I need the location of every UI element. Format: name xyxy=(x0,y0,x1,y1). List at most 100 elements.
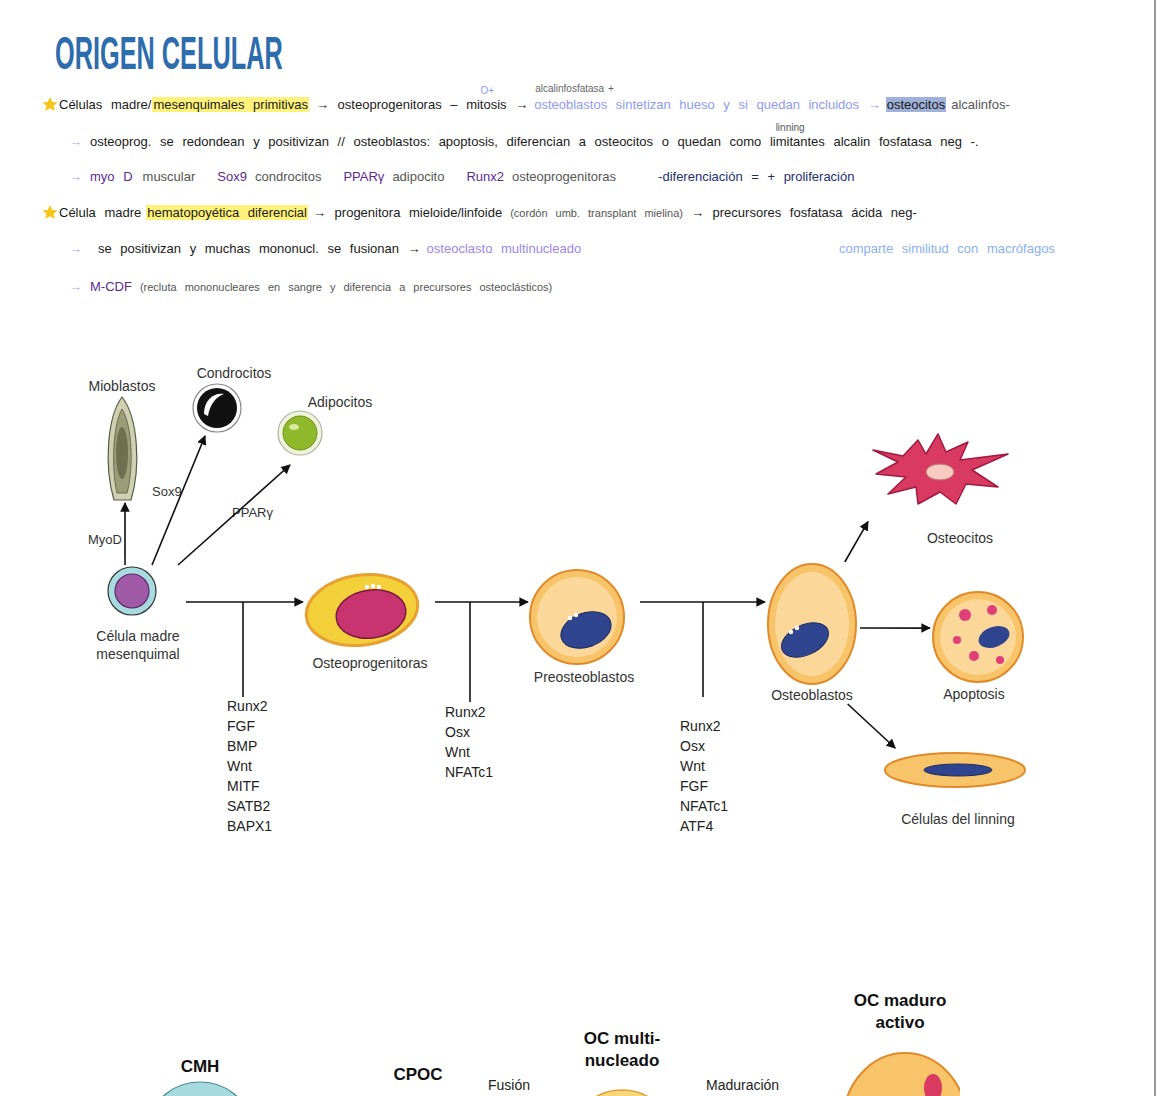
arrow-connector xyxy=(860,627,930,629)
note-segment: osteoblastos sintetizan hueso y si queda… xyxy=(533,97,881,112)
nucleus xyxy=(116,427,128,479)
cell-node: Célula madre mesenquimal xyxy=(90,565,186,665)
note-segment: osteocitos xyxy=(886,97,947,112)
cell-body xyxy=(303,572,422,652)
highlight xyxy=(289,424,299,430)
note-segment: (recluta mononucleares en sangre y difer… xyxy=(139,279,553,295)
cell-group xyxy=(933,592,1023,682)
cell-node: Osteocitos xyxy=(868,432,1018,547)
cell-node: Osteoblastos xyxy=(765,562,860,704)
granule xyxy=(574,613,578,617)
note-text: adipocito xyxy=(391,169,445,184)
edge-label: Sox9 xyxy=(152,484,182,499)
factor-stem xyxy=(469,602,471,702)
cytoplasm xyxy=(940,599,1016,675)
lipid-droplet xyxy=(283,416,317,450)
cell-group xyxy=(768,564,856,684)
cell-group xyxy=(873,434,1008,504)
note-text: myo D xyxy=(89,169,134,184)
note-segment: comparte similitud con macrófagos xyxy=(838,241,1056,256)
factor-label: Maduración xyxy=(706,1076,779,1094)
note-text: condrocitos xyxy=(254,169,322,184)
note-segment: → xyxy=(68,279,83,294)
note-segment: muscular xyxy=(142,169,197,184)
factor-label: FGF xyxy=(227,717,255,735)
factor-label: Runx2 xyxy=(227,697,267,715)
arrow-connector xyxy=(152,436,205,565)
apoptotic-body xyxy=(969,651,979,661)
cell-caption: Preosteoblastos xyxy=(528,668,640,686)
arrow-connector xyxy=(845,522,868,562)
note-text: se positivizan y muchas mononucl. se fus… xyxy=(97,241,422,256)
note-text: Runx2 xyxy=(465,169,505,184)
cell-node: Mioblastos xyxy=(85,375,160,503)
note-segment: mesenquimales primitivas xyxy=(152,97,309,112)
note-text: hematopoyética diferencial xyxy=(146,205,308,220)
note-text: Células madre/ xyxy=(58,97,152,112)
factor-label: Osx xyxy=(680,737,705,755)
note-segment: → precursores fosfatasa ácida neg- xyxy=(690,205,918,220)
cell-caption: Mioblastos xyxy=(85,377,160,395)
cell-node: CPOC xyxy=(370,1060,470,1096)
cell-body xyxy=(845,1053,960,1096)
cell-node: Apoptosis xyxy=(930,590,1030,702)
note-segment: (cordón umb. transplant mielina) xyxy=(509,205,684,221)
cell-body xyxy=(108,397,137,500)
note-text: muscular xyxy=(142,169,197,184)
note-text: (recluta mononucleares en sangre y difer… xyxy=(139,281,553,293)
apoptotic-body xyxy=(953,636,961,644)
factor-label: Runx2 xyxy=(445,703,485,721)
note-segment: → xyxy=(68,169,83,184)
factor-label: Osx xyxy=(445,723,470,741)
note-text: → osteoprogenitoras – mitosis → xyxy=(315,97,529,112)
cell-group xyxy=(193,384,241,432)
note-segment: PPARγ xyxy=(342,169,385,184)
cell-body xyxy=(108,567,156,615)
note-segment: osteoclasto multinucleado xyxy=(426,241,583,256)
cell-node: Adipocitos xyxy=(275,393,375,465)
note-text: PPARγ xyxy=(342,169,385,184)
cell-node: OC multi- nucleado xyxy=(570,1022,680,1096)
highlight xyxy=(204,394,224,416)
note-line: →osteoprog. se redondean y positivizan /… xyxy=(68,134,980,149)
note-segment: osteoprog. se redondean y positivizan //… xyxy=(89,134,980,149)
nucleus xyxy=(926,464,954,480)
granule xyxy=(795,626,799,630)
arrow-connector xyxy=(848,704,896,748)
note-annotation: linning xyxy=(776,122,805,133)
note-text: → xyxy=(68,169,83,184)
note-text: (cordón umb. transplant mielina) xyxy=(509,207,684,219)
star-bullet xyxy=(42,97,57,111)
nucleus xyxy=(976,622,1013,652)
note-text: -diferenciación = + proliferación xyxy=(657,169,855,184)
cell-inner xyxy=(114,409,132,493)
note-annotation: O+ xyxy=(481,85,495,96)
cell-body xyxy=(152,1082,248,1096)
cell-group xyxy=(845,1053,960,1096)
factor-label: SATB2 xyxy=(227,797,270,815)
apoptotic-body xyxy=(987,605,997,615)
cell-body xyxy=(582,1090,662,1096)
factor-label: Fusión xyxy=(488,1076,530,1094)
factor-label: NFATc1 xyxy=(680,797,728,815)
cell-caption: Osteocitos xyxy=(910,529,1010,547)
note-text: osteoprog. se redondean y positivizan //… xyxy=(89,134,980,149)
cell-node: Osteoprogenitoras xyxy=(303,572,435,672)
arrow-connector xyxy=(178,465,290,565)
cell-body xyxy=(873,434,1008,504)
note-text: comparte similitud con macrófagos xyxy=(838,241,1056,256)
arrow-connector xyxy=(186,601,303,603)
edge-label: MyoD xyxy=(88,532,122,547)
nucleus xyxy=(333,585,409,642)
note-segment: hematopoyética diferencial xyxy=(146,205,308,220)
cytoplasm xyxy=(537,577,617,657)
factor-label: ATF4 xyxy=(680,817,713,835)
cell-illustration xyxy=(868,432,1018,547)
cell-node: Células del linning xyxy=(880,748,1032,830)
note-line: Célula madrehematopoyética diferencial→ … xyxy=(58,205,918,221)
note-text: osteocitos xyxy=(886,97,947,112)
cell-illustration xyxy=(930,590,1030,702)
note-segment: condrocitos xyxy=(254,169,322,184)
